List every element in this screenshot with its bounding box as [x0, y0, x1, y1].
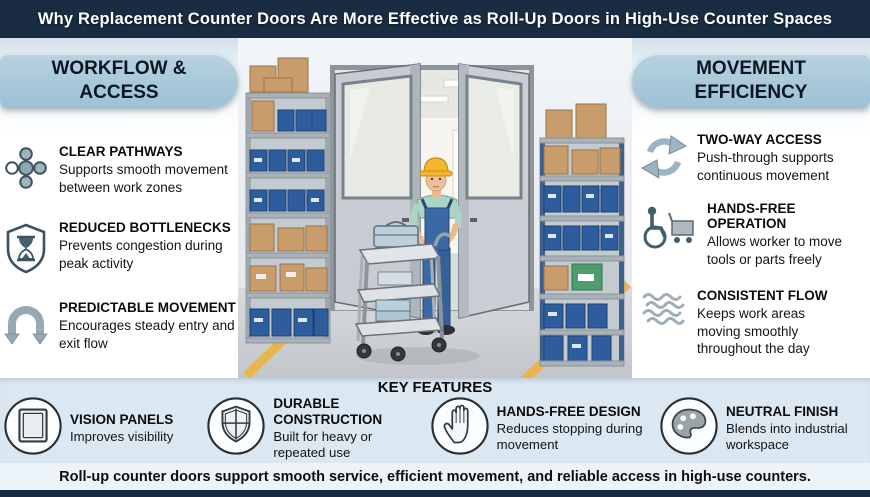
vision-panel-icon: [3, 396, 63, 461]
key-feature-hands-free-design: HANDS-FREE DESIGN Reduces stopping durin…: [430, 396, 652, 461]
key-feature-title: NEUTRAL FINISH: [725, 403, 839, 419]
utility-cart: [354, 221, 451, 362]
cycle-arrows-icon: [640, 132, 688, 184]
workflow-access-heading: WORKFLOW & ACCESS: [0, 54, 238, 108]
key-feature-durable-construction: DURABLE CONSTRUCTION Built for heavy or …: [206, 396, 422, 461]
key-features-title: KEY FEATURES: [377, 379, 493, 396]
wheelchair-cart-icon: [640, 201, 698, 268]
feature-two-way-access: TWO-WAY ACCESS Push-through supports con…: [640, 132, 851, 184]
main-content: WORKFLOW & ACCESS MOVEMENT EFFICIENCY: [0, 38, 870, 384]
key-feature-title: HANDS-FREE DESIGN: [496, 403, 641, 419]
feature-predictable-movement: PREDICTABLE MOVEMENT Encourages steady e…: [2, 300, 245, 352]
feature-title: REDUCED BOTTLENECKS: [59, 220, 231, 235]
left-shelf: [245, 57, 331, 344]
footer-text: Roll-up counter doors support smooth ser…: [59, 468, 811, 485]
shield-cross-icon: [206, 396, 266, 461]
feature-description: Encourages steady entry and exit flow: [59, 318, 235, 351]
key-feature-description: Built for heavy or repeated use: [273, 429, 373, 461]
header-bar: Why Replacement Counter Doors Are More E…: [0, 0, 870, 38]
feature-consistent-flow: CONSISTENT FLOW Keeps work areas moving …: [640, 288, 851, 358]
page-title: Why Replacement Counter Doors Are More E…: [37, 9, 833, 28]
feature-title: PREDICTABLE MOVEMENT: [59, 300, 236, 315]
feature-hands-free-operation: HANDS-FREE OPERATION Allows worker to mo…: [640, 201, 861, 268]
key-feature-neutral-finish: NEUTRAL FINISH Blends into industrial wo…: [659, 396, 867, 461]
u-turn-arrow-icon: [2, 300, 50, 352]
footer-bar: Roll-up counter doors support smooth ser…: [0, 463, 870, 490]
warehouse-illustration: [238, 38, 632, 384]
warehouse-scene: [238, 38, 632, 384]
key-feature-description: Blends into industrial workspace: [725, 421, 848, 453]
feature-clear-pathways: CLEAR PATHWAYS Supports smooth movement …: [2, 144, 245, 196]
hand-icon: [430, 396, 490, 461]
key-features-section: KEY FEATURES VISION PANELS Improves visi…: [0, 378, 870, 463]
feature-description: Supports smooth movement between work zo…: [59, 162, 228, 195]
feature-description: Allows worker to move tools or parts fre…: [707, 234, 843, 267]
feature-title: CONSISTENT FLOW: [697, 288, 828, 303]
key-feature-description: Reduces stopping during movement: [496, 421, 643, 453]
right-shelf: [539, 103, 625, 367]
feature-title: CLEAR PATHWAYS: [59, 144, 183, 159]
feature-reduced-bottlenecks: REDUCED BOTTLENECKS Prevents congestion …: [2, 220, 245, 274]
movement-efficiency-heading: MOVEMENT EFFICIENCY: [632, 54, 870, 108]
feature-title: TWO-WAY ACCESS: [697, 132, 822, 147]
movement-efficiency-title: MOVEMENT EFFICIENCY: [694, 58, 808, 103]
key-feature-vision-panels: VISION PANELS Improves visibility: [3, 396, 199, 461]
feature-description: Keeps work areas moving smoothly through…: [697, 306, 810, 357]
network-nodes-icon: [2, 144, 50, 196]
key-feature-title: VISION PANELS: [70, 411, 174, 427]
feature-description: Push-through supports continuous movemen…: [697, 150, 834, 183]
waves-icon: [640, 288, 688, 358]
feature-title: HANDS-FREE OPERATION: [707, 201, 796, 231]
key-feature-description: Improves visibility: [70, 429, 174, 445]
feature-description: Prevents congestion during peak activity: [59, 238, 223, 271]
key-features-row: VISION PANELS Improves visibility DURABL…: [0, 396, 870, 461]
bottom-accent-bar: [0, 490, 870, 497]
key-feature-title: DURABLE CONSTRUCTION: [273, 396, 383, 427]
shield-hourglass-icon: [2, 220, 50, 274]
palette-icon: [659, 396, 719, 461]
workflow-access-title: WORKFLOW & ACCESS: [51, 58, 187, 103]
